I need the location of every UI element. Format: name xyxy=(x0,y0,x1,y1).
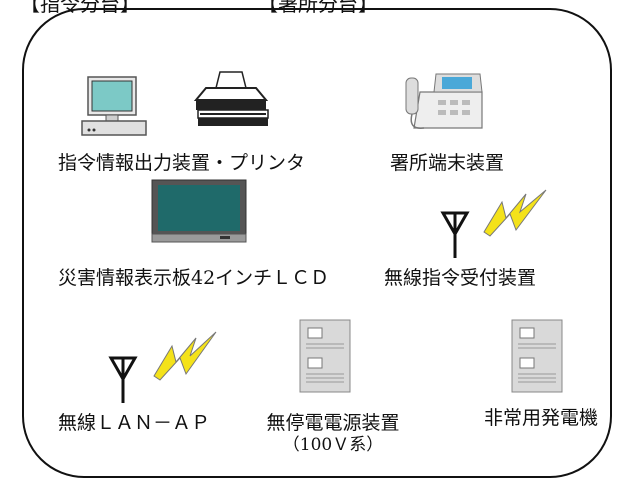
label-disaster-info-display: 災害情報表示板42インチＬＣＤ xyxy=(58,267,330,289)
ups-label-main: 無停電電源装置 xyxy=(266,412,400,434)
ups-cabinet-icon xyxy=(299,319,351,393)
printer-icon xyxy=(193,71,269,126)
lcd-display-icon xyxy=(151,179,247,243)
antenna-icon xyxy=(440,211,470,258)
antenna-icon xyxy=(108,356,138,403)
label-radio-command-reception: 無線指令受付装置 xyxy=(384,267,537,289)
label-command-output-printer: 指令情報出力装置・プリンタ xyxy=(58,152,306,174)
label-station-terminal: 署所端末装置 xyxy=(390,152,505,174)
generator-cabinet-icon xyxy=(511,319,563,393)
ups-label-sub: （100Ｖ系） xyxy=(282,435,384,455)
phone-terminal-icon xyxy=(405,73,483,129)
pc-icon xyxy=(81,76,147,136)
label-wireless-lan-ap: 無線ＬＡＮ－ＡＰ xyxy=(58,412,211,434)
equipment-frame xyxy=(22,8,612,478)
lightning-icon xyxy=(153,331,217,381)
label-ups: 無停電電源装置 （100Ｖ系） xyxy=(258,412,408,456)
label-emergency-generator: 非常用発電機 xyxy=(484,407,599,429)
lightning-icon xyxy=(483,189,547,237)
